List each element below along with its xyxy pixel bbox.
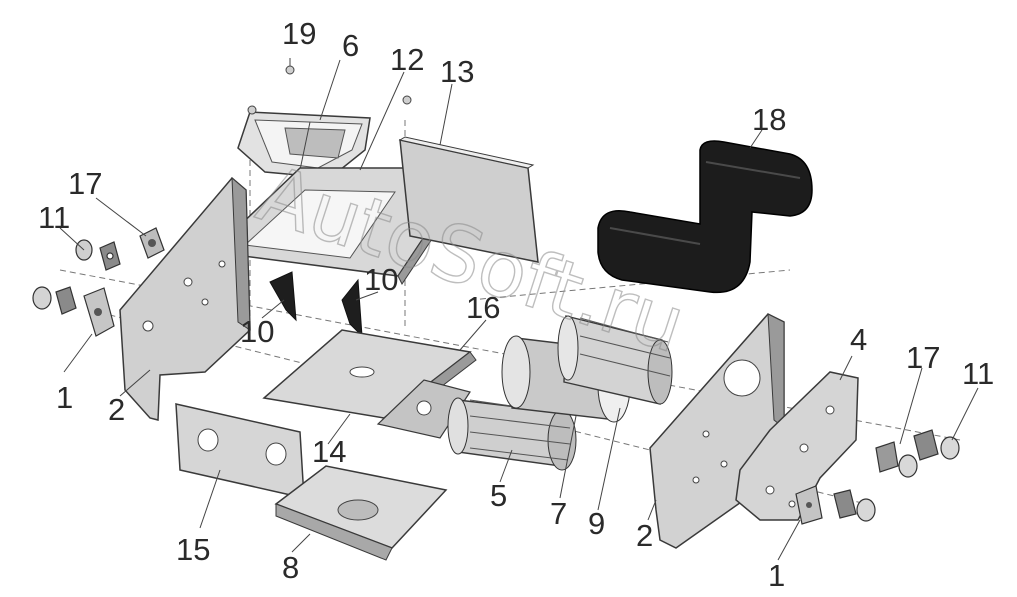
- callout-11-right: 11: [962, 356, 994, 391]
- part-6-hopper: [237, 111, 371, 179]
- callout-17-left: 17: [68, 166, 102, 201]
- callout-1-right: 1: [768, 558, 785, 593]
- part-11-right-bearings: [856, 436, 960, 522]
- callout-15: 15: [176, 532, 210, 567]
- callout-16: 16: [466, 290, 500, 325]
- part-1-right-bracket: [795, 485, 823, 525]
- callout-2-right: 2: [636, 518, 653, 553]
- part-13-rear-panel: [398, 136, 539, 263]
- callout-2-left: 2: [108, 392, 125, 427]
- callout-5: 5: [490, 478, 507, 513]
- part-5-slatted-drum: [447, 397, 577, 471]
- callout-19: 19: [282, 16, 316, 51]
- leader-lines: [59, 58, 979, 561]
- callout-labels: 19 6 12 13 18 17 11 1 2 10 10 16 14 15 8…: [38, 16, 994, 593]
- part-18-belt: [597, 140, 813, 294]
- part-1-left-bracket: [83, 287, 115, 337]
- part-8-tray: [274, 465, 448, 561]
- callout-14: 14: [312, 434, 346, 469]
- part-9-rotor: [557, 315, 673, 405]
- callout-10-left: 10: [240, 314, 274, 349]
- part-2-left-side-plate: [119, 176, 251, 421]
- callout-11-left: 11: [38, 200, 70, 235]
- part-2-right-side-plate: [649, 313, 785, 549]
- part-16-plate: [376, 379, 471, 439]
- callout-18: 18: [752, 102, 786, 137]
- part-15-front-plate: [175, 403, 305, 499]
- part-17-left-flange: [139, 227, 165, 259]
- callout-17-right: 17: [906, 340, 940, 375]
- callout-12: 12: [390, 42, 424, 77]
- callout-9: 9: [588, 506, 605, 541]
- callout-13: 13: [440, 54, 474, 89]
- callout-8: 8: [282, 550, 299, 585]
- callout-7: 7: [550, 496, 567, 531]
- callout-6: 6: [342, 28, 359, 63]
- part-10-blades: [269, 271, 363, 338]
- part-11-left-bearings: [32, 239, 121, 315]
- callout-10-right: 10: [364, 262, 398, 297]
- callout-4: 4: [850, 322, 867, 357]
- part-17-right-flanges: [833, 429, 939, 519]
- callout-1-left: 1: [56, 380, 73, 415]
- part-19-bolts: [247, 65, 412, 115]
